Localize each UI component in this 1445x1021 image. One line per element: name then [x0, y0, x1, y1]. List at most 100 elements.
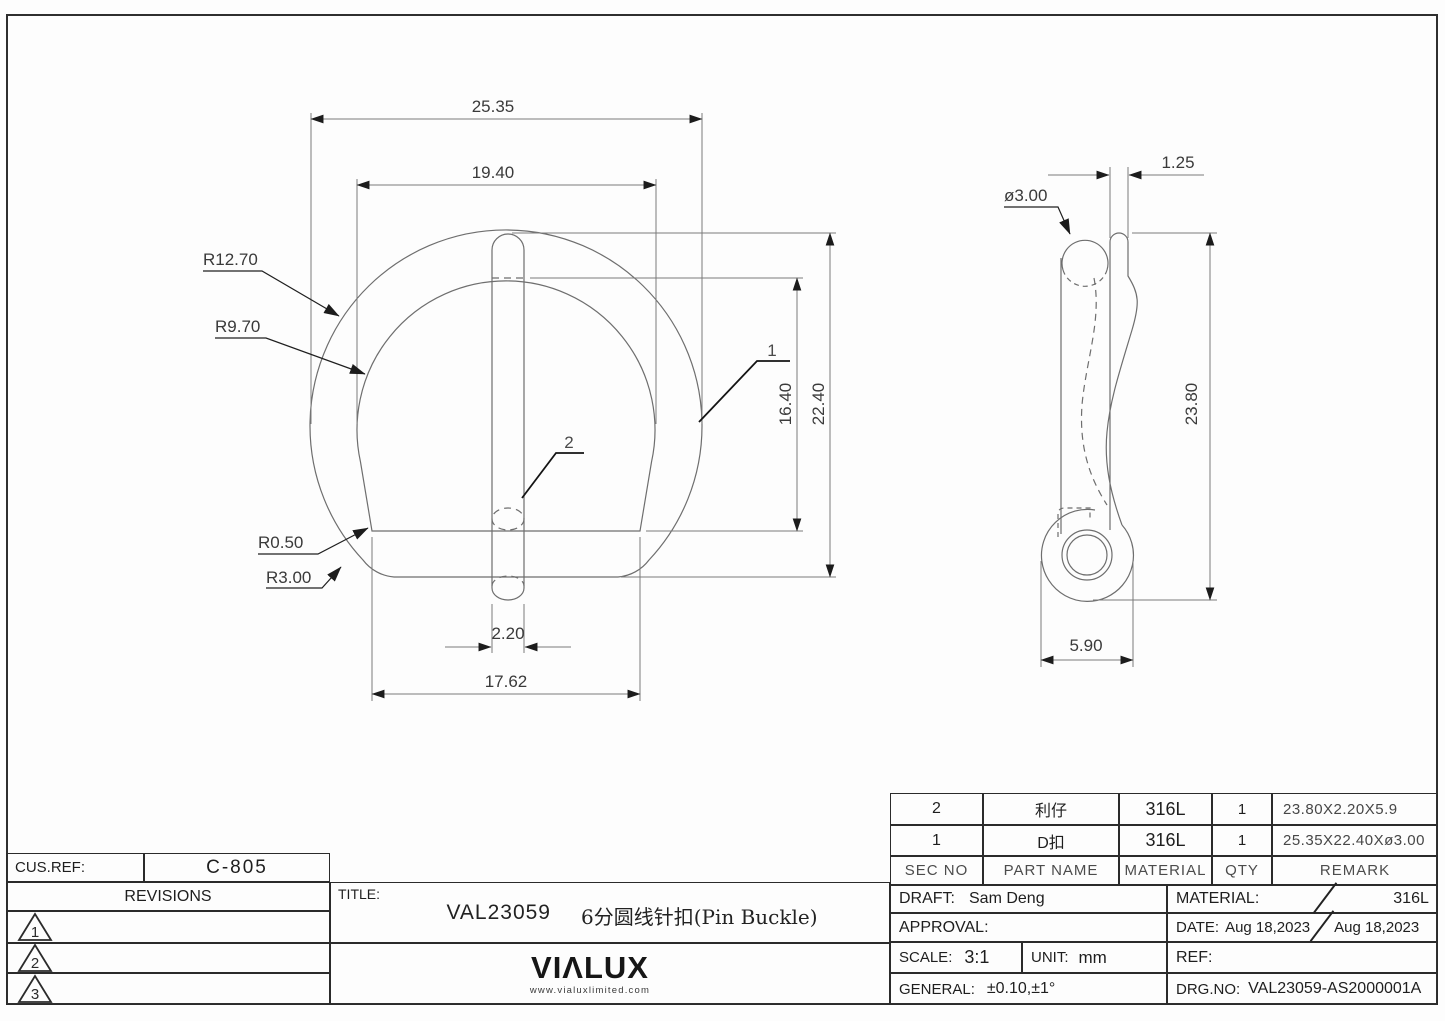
revision-marker-3: 3 [31, 986, 39, 1003]
date-value-1: Aug 18,2023 [1225, 919, 1311, 936]
cell-text: PART NAME [1003, 862, 1099, 879]
draft-value: Sam Deng [969, 890, 1045, 907]
date-cell: DATE: Aug 18,2023 Aug 18,2023 [1167, 913, 1438, 942]
dim-inner-width: 19.40 [472, 163, 515, 182]
dim-inner-corner-radius: R0.50 [258, 533, 303, 552]
ref-cell: REF: [1167, 942, 1438, 973]
ref-label: REF: [1176, 948, 1213, 966]
approval-label: APPROVAL: [899, 918, 989, 936]
company-logo: VIΛLUX www.vialuxlimited.com [310, 952, 870, 996]
date-value-2: Aug 18,2023 [1334, 919, 1420, 936]
drg-no-label: DRG.NO: [1176, 980, 1241, 998]
parts-row2-secno: 2 [890, 793, 983, 825]
unit-label: UNIT: [1031, 949, 1069, 966]
logo-text: VIΛLUX [531, 950, 649, 985]
front-view [309, 229, 703, 601]
pin-side-outline [1105, 232, 1138, 530]
general-label: GENERAL: [899, 980, 975, 998]
material-value: 316L [1393, 890, 1429, 907]
pin-curl-outer [1040, 508, 1135, 602]
revisions-header-cell: REVISIONS [6, 882, 330, 911]
dim-pin-thickness: 1.25 [1161, 153, 1194, 172]
material-label: MATERIAL: [1176, 890, 1260, 907]
parts-row2-name: 利仔 [983, 793, 1119, 825]
parts-header-remark: REMARK [1272, 856, 1438, 885]
parts-row1-material: 316L [1119, 825, 1212, 856]
curl-wire-outer [1061, 529, 1113, 581]
parts-header-qty: QTY [1212, 856, 1272, 885]
drg-no-cell: DRG.NO: VAL23059-AS2000001A [1167, 973, 1438, 1005]
cus-ref-cell: CUS.REF: [6, 853, 144, 882]
pin-front-outline [491, 233, 525, 588]
draft-cell: DRAFT: Sam Deng [890, 885, 1167, 913]
approval-cell: APPROVAL: [890, 913, 1167, 942]
wire-section-top [1061, 239, 1109, 271]
unit-value: mm [1078, 947, 1107, 967]
cell-text: 316L [1145, 798, 1186, 819]
dim-outer-width: 25.35 [472, 97, 515, 116]
pin-front-tip [491, 587, 525, 601]
parts-row2-material: 316L [1119, 793, 1212, 825]
dring-outline [309, 229, 703, 578]
cell-text: 2 [932, 800, 941, 817]
pin-side-hidden-curve [1080, 277, 1108, 506]
cell-text: QTY [1225, 862, 1259, 879]
dim-pin-width: 2.20 [491, 624, 524, 643]
pin-hidden-lines [491, 277, 525, 587]
cus-ref-label: CUS.REF: [15, 859, 86, 876]
dimension-labels: 25.35 19.40 R12.70 R9.70 R0.50 R3.00 2.2… [203, 97, 1201, 691]
dim-outer-radius: R12.70 [203, 250, 258, 269]
drawing-title: VAL23059 6分圆线针扣(Pin Buckle) [352, 901, 912, 930]
logo-cell [330, 943, 890, 1005]
revision-marker-2: 2 [31, 955, 39, 972]
revision-row-2: 2 [6, 943, 330, 973]
parts-row1-remark: 25.35X22.40Xø3.00 [1272, 825, 1438, 856]
date-label: DATE: [1176, 919, 1220, 936]
cell-text: 1 [1237, 800, 1247, 818]
cell-text: 25.35X22.40Xø3.00 [1283, 832, 1425, 849]
cell-text: 利仔 [1034, 803, 1067, 820]
cell-text: 316L [1145, 830, 1186, 850]
wire-section-top-hidden [1062, 269, 1108, 287]
general-value: ±0.10,±1° [986, 980, 1056, 997]
title-cell [330, 882, 890, 943]
logo-url: www.vialuxlimited.com [529, 985, 651, 996]
cell-text: 1 [1237, 832, 1247, 849]
revision-marker-1: 1 [31, 924, 39, 941]
cell-text: MATERIAL [1124, 862, 1207, 879]
side-view [1040, 232, 1138, 602]
parts-header-secno: SEC NO [890, 856, 983, 885]
material-cell: MATERIAL: 316L [1167, 885, 1438, 913]
title-code: VAL23059 [446, 901, 551, 924]
extension-lines [310, 113, 1217, 701]
draft-label: DRAFT: [899, 890, 955, 907]
revision-triangle-3: 3 [17, 974, 53, 1003]
dimension-lines [310, 114, 1215, 699]
parts-row1-qty: 1 [1212, 825, 1272, 856]
curl-hidden-notch [1057, 507, 1091, 537]
parts-header-material: MATERIAL [1119, 856, 1212, 885]
dim-outer-height: 22.40 [809, 383, 828, 426]
title-label: TITLE: [338, 886, 381, 902]
leader-lines [203, 206, 1071, 589]
balloon-leaders [521, 360, 790, 499]
cell-text: 1 [932, 831, 941, 849]
parts-row2-remark: 23.80X2.20X5.9 [1272, 793, 1438, 825]
dim-outer-corner-radius: R3.00 [266, 568, 311, 587]
cell-text: REMARK [1319, 862, 1391, 879]
dim-inner-bottom-width: 17.62 [485, 672, 528, 691]
cell-text: SEC NO [904, 862, 969, 879]
revision-row-3: 3 [6, 973, 330, 1005]
cus-ref-value-cell: C-805 [144, 853, 330, 882]
cell-text: 23.80X2.20X5.9 [1283, 800, 1398, 818]
general-cell: GENERAL: ±0.10,±1° [890, 973, 1167, 1005]
unit-cell: UNIT: mm [1022, 942, 1167, 973]
scale-cell: SCALE: 3:1 [890, 942, 1022, 973]
parts-header-partname: PART NAME [983, 856, 1119, 885]
curl-wire-inner [1066, 534, 1108, 576]
drg-no-value: VAL23059-AS2000001A [1248, 980, 1422, 997]
balloon-2: 2 [564, 433, 573, 452]
dim-curl-width: 5.90 [1069, 636, 1102, 655]
